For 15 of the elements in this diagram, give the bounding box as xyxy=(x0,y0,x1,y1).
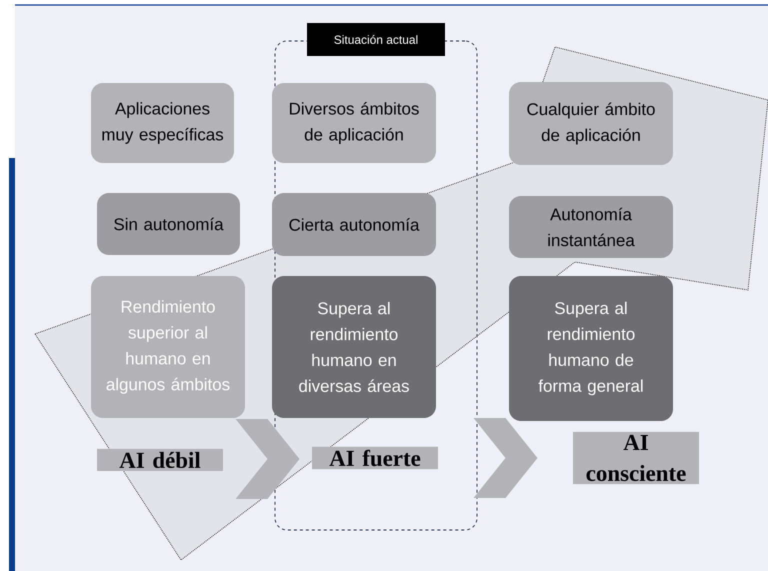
feature-box: Aplicaciones muy específicas xyxy=(91,83,234,163)
frame-title: Situación actual xyxy=(307,23,445,56)
stage-label: AI consciente xyxy=(573,432,699,484)
feature-box: Sin autonomía xyxy=(97,193,240,255)
feature-box: Rendimiento superior al humano en algunos ámbitos xyxy=(91,276,245,418)
feature-box: Diversos ámbitos de aplicación xyxy=(272,83,436,163)
stage-label: AI débil xyxy=(97,448,223,472)
chevron-arrow xyxy=(474,418,538,498)
stage-label: AI fuerte xyxy=(312,446,438,470)
feature-box: Cualquier ámbito de aplicación xyxy=(509,82,673,165)
feature-box: Cierta autonomía xyxy=(272,193,436,256)
chevron-arrow xyxy=(236,419,300,499)
feature-box: Supera al rendimiento humano en diversas áreas xyxy=(272,276,436,418)
feature-box: Supera al rendimiento humano de forma general xyxy=(509,276,673,421)
feature-box: Autonomía instantánea xyxy=(509,196,673,258)
